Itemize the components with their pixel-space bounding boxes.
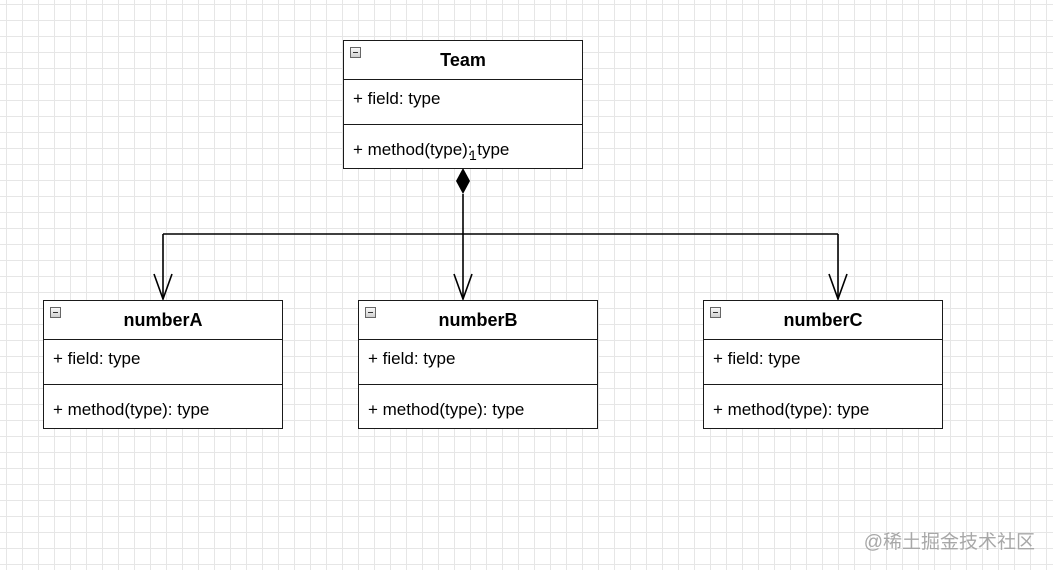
arrowhead-numberA — [153, 273, 173, 302]
class-name: numberB — [438, 309, 518, 330]
class-name: numberA — [123, 309, 203, 330]
class-method: + method(type): type — [713, 400, 870, 419]
class-header: numberA — [44, 301, 282, 340]
class-header: Team — [344, 41, 582, 80]
collapse-icon[interactable] — [350, 47, 361, 58]
class-name: numberC — [783, 309, 863, 330]
collapse-icon[interactable] — [710, 307, 721, 318]
arrowhead-numberB — [453, 273, 473, 302]
multiplicity-label: 1 — [469, 147, 477, 163]
class-header: numberB — [359, 301, 597, 340]
class-field: + field: type — [704, 340, 942, 385]
watermark: @稀土掘金技术社区 — [863, 532, 1035, 553]
class-name: Team — [440, 49, 486, 70]
class-team[interactable]: Team + field: type + method(type): type — [343, 40, 583, 169]
class-method: + method(type): type — [368, 400, 525, 419]
class-method: + method(type): type — [53, 400, 210, 419]
arrowhead-numberC — [828, 273, 848, 302]
collapse-icon[interactable] — [365, 307, 376, 318]
class-field: + field: type — [344, 80, 582, 125]
class-field: + field: type — [44, 340, 282, 385]
composition-diamond — [456, 168, 470, 194]
class-numberA[interactable]: numberA + field: type + method(type): ty… — [43, 300, 283, 429]
class-numberB[interactable]: numberB + field: type + method(type): ty… — [358, 300, 598, 429]
class-numberC[interactable]: numberC + field: type + method(type): ty… — [703, 300, 943, 429]
collapse-icon[interactable] — [50, 307, 61, 318]
class-field: + field: type — [359, 340, 597, 385]
class-header: numberC — [704, 301, 942, 340]
class-method: + method(type): type — [353, 140, 510, 159]
